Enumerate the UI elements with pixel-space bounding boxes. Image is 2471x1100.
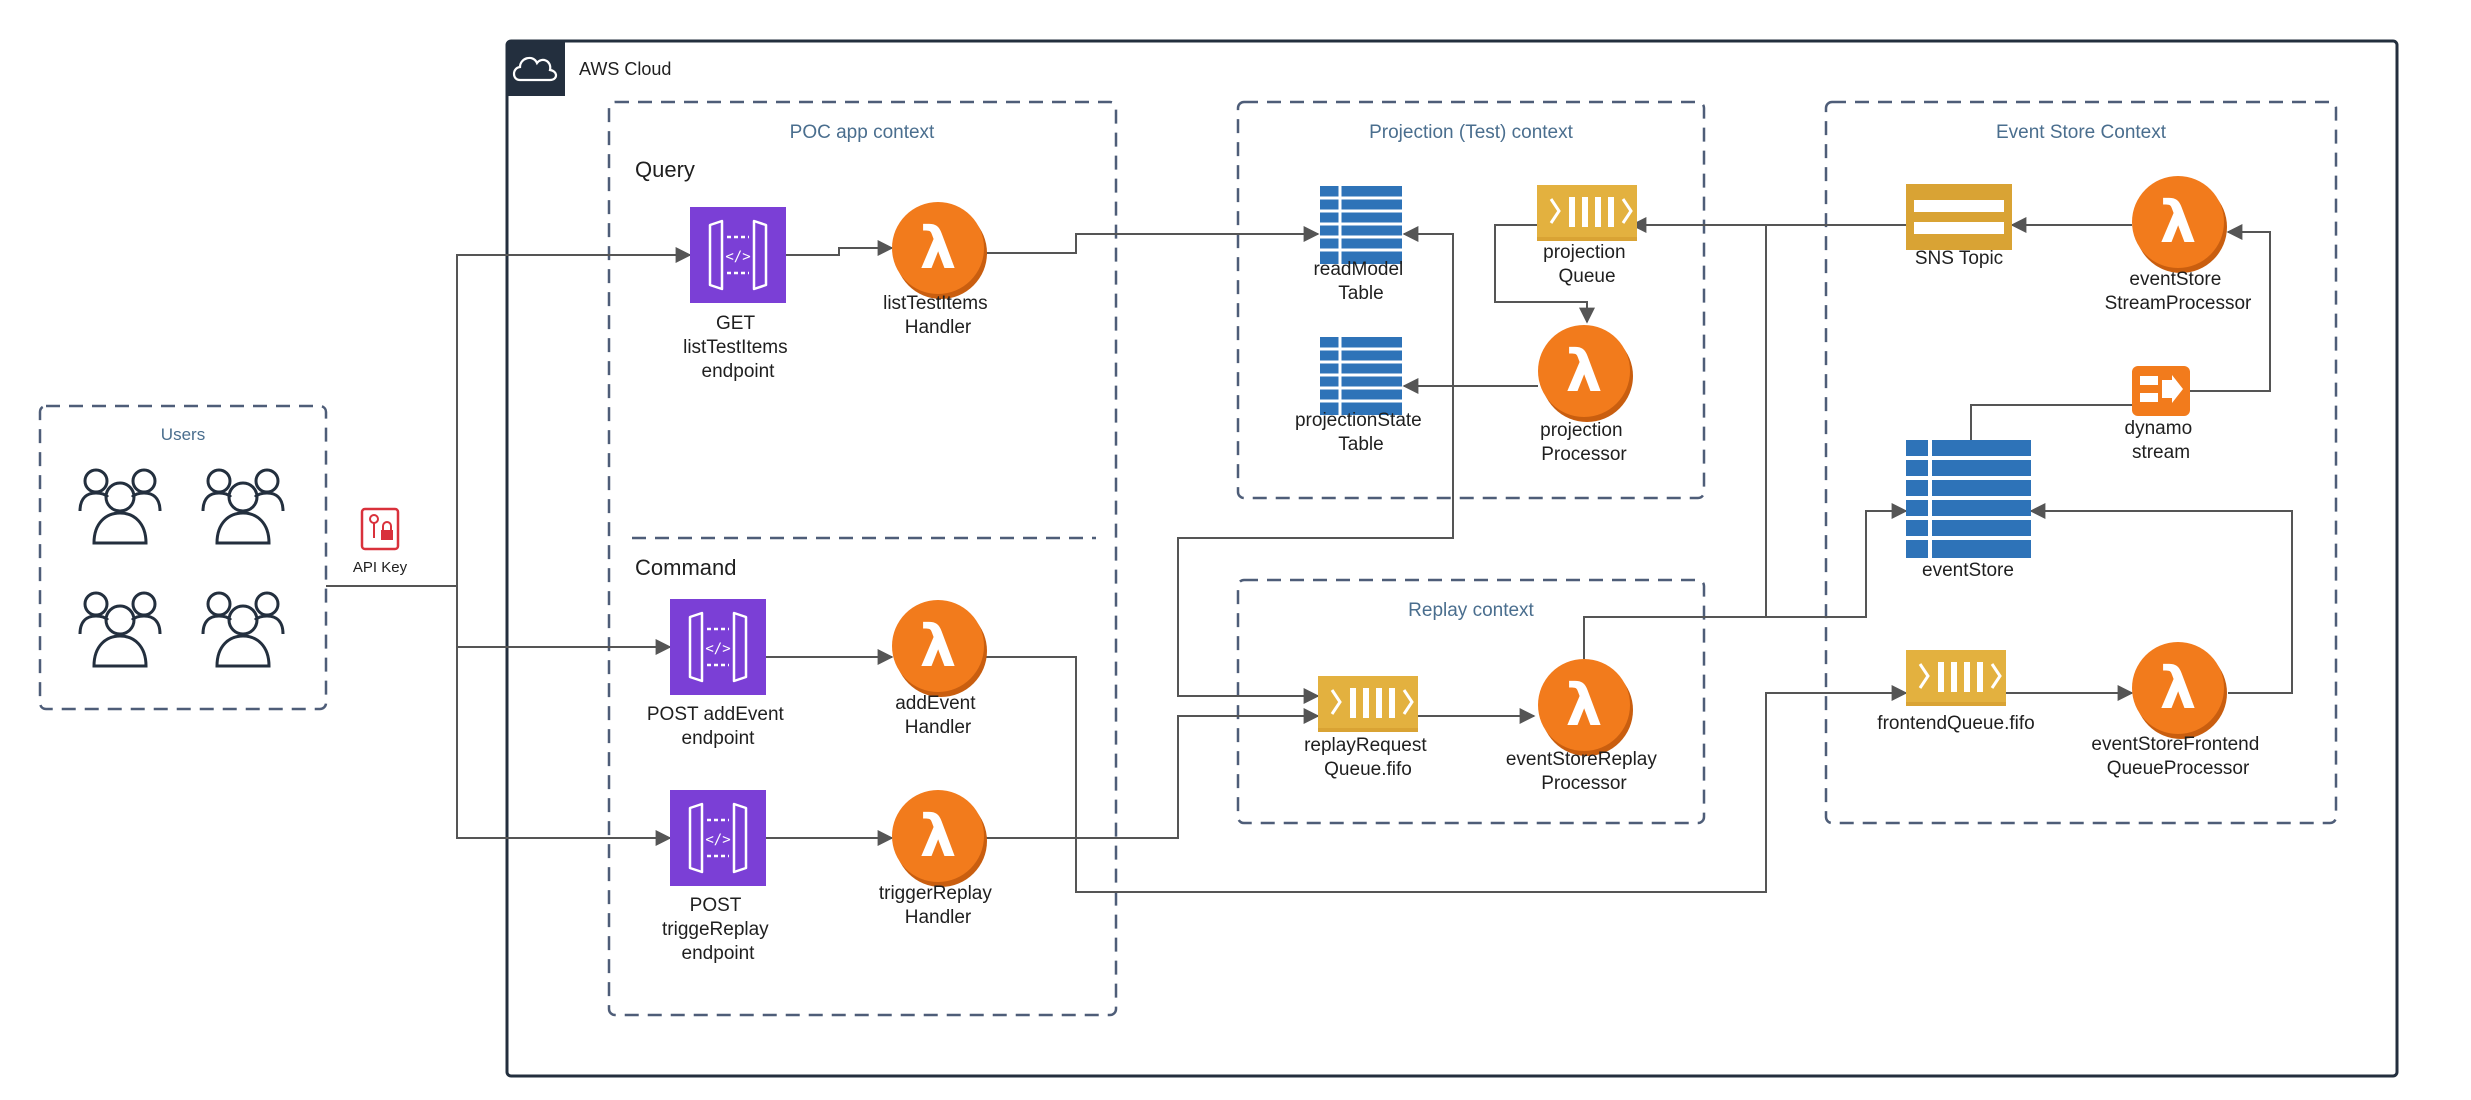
frontend-queue-label: frontendQueue.fifo <box>1877 713 2034 734</box>
post-add-event-endpoint-icon <box>668 597 768 697</box>
users-icon <box>78 468 162 545</box>
aws-cloud-label: AWS Cloud <box>579 59 671 79</box>
event-store-context <box>1824 100 2338 825</box>
api-key-label: API Key <box>353 559 408 576</box>
add-event-handler-icon <box>892 600 987 697</box>
trigger-replay-handler-label: triggerReplay Handler <box>879 883 997 928</box>
post-trigger-replay-endpoint-icon <box>668 788 768 888</box>
event-store-frontend-queue-processor-label: eventStoreFrontend QueueProcessor <box>2091 734 2264 779</box>
event-store-stream-processor-label: eventStore StreamProcessor <box>2105 269 2252 314</box>
event-store-replay-processor-label: eventStoreReplay Processor <box>1506 749 1662 794</box>
read-model-table-label: readModel Table <box>1313 259 1408 304</box>
projection-queue-label: projection Queue <box>1543 242 1631 287</box>
trigger-replay-handler-icon <box>892 790 987 887</box>
users-title: Users <box>161 425 205 444</box>
dynamo-stream-label: dynamo stream <box>2125 418 2198 463</box>
add-event-handler-label: addEvent Handler <box>895 693 981 738</box>
sns-topic-label: SNS Topic <box>1915 248 2003 269</box>
get-endpoint-label: GET listTestItems endpoint <box>683 313 793 382</box>
event-store-replay-processor-icon <box>1538 659 1633 756</box>
query-section-label: Query <box>635 157 695 182</box>
users-icon <box>201 591 285 668</box>
read-model-table-icon <box>1318 184 1404 266</box>
projection-queue-icon <box>1535 183 1639 243</box>
list-test-items-handler-label: listTestItems Handler <box>883 293 993 338</box>
list-test-items-handler-icon <box>892 202 987 299</box>
dynamo-stream-icon <box>2132 366 2190 416</box>
replay-context <box>1236 578 1706 825</box>
api-key-icon <box>360 507 400 551</box>
event-store-context-title: Event Store Context <box>1996 122 2167 143</box>
event-store-frontend-queue-processor-icon <box>2132 642 2227 739</box>
replay-context-title: Replay context <box>1408 600 1534 621</box>
users-icon <box>78 591 162 668</box>
event-store-label: eventStore <box>1922 560 2014 581</box>
projection-context-title: Projection (Test) context <box>1369 122 1574 143</box>
projection-processor-label: projection Processor <box>1540 420 1628 465</box>
replay-request-queue-icon <box>1316 674 1420 734</box>
projection-context <box>1236 100 1706 500</box>
post-add-event-endpoint-label: POST addEvent endpoint <box>647 704 789 749</box>
event-store-table-icon <box>1906 440 2031 558</box>
aws-cloud-frame <box>505 39 2399 1078</box>
sns-topic-icon <box>1906 184 2012 250</box>
event-store-stream-processor-icon <box>2132 176 2227 273</box>
poc-context-title: POC app context <box>790 122 935 143</box>
cloud-icon <box>512 56 558 82</box>
get-endpoint-icon <box>688 205 788 305</box>
frontend-queue-icon <box>1904 648 2008 708</box>
connectors <box>326 217 2293 893</box>
projection-processor-icon <box>1538 325 1633 422</box>
command-section-label: Command <box>635 555 736 580</box>
projection-state-table-icon <box>1318 335 1404 417</box>
users-box <box>38 404 328 711</box>
post-trigger-replay-endpoint-label: POST triggeReplay endpoint <box>662 895 774 964</box>
users-icon <box>201 468 285 545</box>
projection-state-table-label: projectionState Table <box>1295 410 1427 455</box>
poc-app-context <box>607 100 1118 1017</box>
replay-request-queue-label: replayRequest Queue.fifo <box>1304 735 1432 780</box>
